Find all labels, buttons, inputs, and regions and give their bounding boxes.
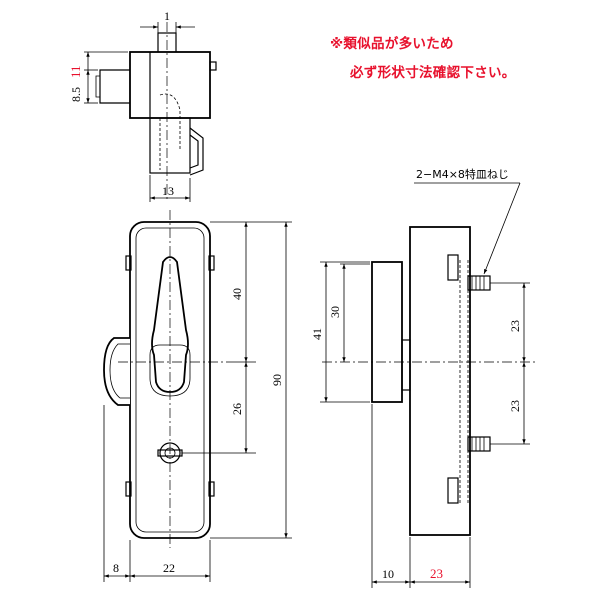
note-line-1: ※類似品が多いため (330, 35, 454, 52)
dim-top-spindle: 1 (164, 9, 170, 23)
front-side-latch (103, 337, 130, 406)
screw-callout-label: 2−M4×8特皿ねじ (416, 167, 509, 181)
dim-front-width: 22 (163, 561, 175, 575)
side-slot-bottom (447, 477, 459, 504)
dim-side-pitch-upper: 23 (508, 320, 522, 332)
front-tab-tr (208, 255, 215, 271)
top-left-lip (95, 75, 100, 98)
top-body (129, 51, 211, 119)
top-view: 1 11 8.5 13 (68, 9, 217, 202)
front-handle-hub (149, 344, 191, 397)
dim-top-depth: 13 (162, 184, 174, 198)
front-view: 40 26 90 8 22 (103, 210, 292, 582)
side-slot-top (447, 254, 459, 281)
top-nub (209, 61, 217, 71)
side-front-block (371, 261, 403, 403)
dim-side-outer-height: 41 (310, 328, 324, 340)
front-tab-bl (125, 481, 132, 497)
dim-top-offset-red: 11 (68, 65, 83, 78)
side-body (409, 226, 471, 536)
warning-note: ※類似品が多いため 必ず形状寸法確認下さい。 (330, 35, 516, 81)
dim-side-inner-height: 30 (328, 306, 342, 318)
screw-icon (467, 275, 491, 291)
note-line-2: 必ず形状寸法確認下さい。 (349, 64, 516, 81)
side-neck (401, 339, 411, 391)
dim-side-body-depth-red: 23 (430, 566, 443, 581)
front-tab-br (208, 481, 215, 497)
dim-side-base-depth: 10 (382, 567, 394, 581)
side-view: 2−M4×8特皿ねじ 41 30 23 23 10 23 (310, 167, 538, 588)
dim-front-left-extension: 8 (113, 561, 119, 575)
top-left-tab (99, 69, 130, 104)
dim-front-upper: 40 (230, 288, 244, 300)
dim-top-offset: 8.5 (69, 87, 83, 102)
dim-front-lower: 26 (230, 403, 244, 415)
dim-front-total-height: 90 (270, 374, 284, 386)
top-lower-shaft (149, 117, 191, 174)
top-handle-ring (189, 127, 204, 176)
dim-side-pitch-lower: 23 (508, 400, 522, 412)
front-tab-tl (125, 255, 132, 271)
screw-icon (467, 436, 491, 452)
